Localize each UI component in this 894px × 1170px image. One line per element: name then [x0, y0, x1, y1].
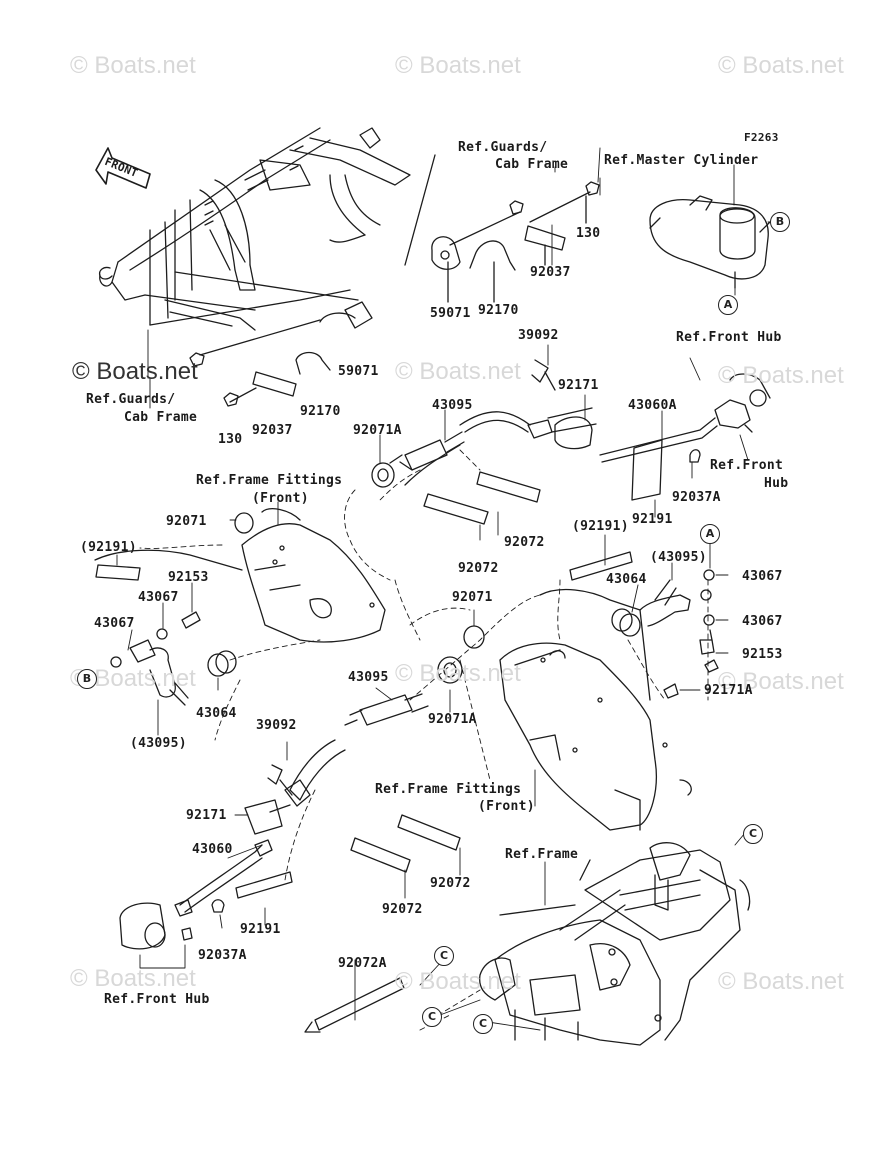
figure-id: F2263	[744, 131, 779, 144]
part-number: 43095	[348, 670, 389, 685]
part-number: 92153	[168, 570, 209, 585]
master-cylinder-drawing	[649, 195, 771, 289]
ref-frame-fittings-left: Ref.Frame Fittings	[196, 473, 343, 488]
part-number: 92071A	[353, 423, 402, 438]
part-number: 59071	[430, 306, 471, 321]
ref-guards-cab-frame-top: Ref.Guards/	[458, 140, 548, 155]
part-number: 43067	[742, 614, 783, 629]
watermark: © Boats.net	[72, 358, 198, 385]
part-number: 92191	[240, 922, 281, 937]
part-number: 39092	[518, 328, 559, 343]
part-number: 92037A	[672, 490, 721, 505]
dashed-guide-lines	[139, 449, 709, 1031]
part-number: 43067	[742, 569, 783, 584]
part-number: 43095	[432, 398, 473, 413]
watermark: © Boats.net	[395, 968, 521, 995]
marker-a: A	[718, 295, 738, 315]
top-clamp-group	[431, 181, 600, 303]
part-number: 43060A	[628, 398, 677, 413]
part-number: 92037	[530, 265, 571, 280]
part-number: 92037	[252, 423, 293, 438]
leader-lines	[116, 147, 776, 1031]
ref-frame-fittings-mid: Ref.Frame Fittings	[375, 782, 522, 797]
part-number: 43064	[196, 706, 237, 721]
part-number: 92170	[478, 303, 519, 318]
ref-frame: Ref.Frame	[505, 847, 579, 862]
marker-b: B	[77, 669, 97, 689]
ref-guards-cab-frame-left: Ref.Guards/	[86, 392, 176, 407]
watermark: © Boats.net	[718, 52, 844, 79]
watermark: © Boats.net	[718, 968, 844, 995]
front-arrow-icon	[95, 147, 151, 189]
watermark: © Boats.net	[395, 358, 521, 385]
left-frame-fitting-drawing	[94, 508, 386, 643]
marker-c: C	[473, 1014, 493, 1034]
ref-front-hub-right: Hub	[764, 476, 789, 491]
part-number: 130	[218, 432, 243, 447]
part-number: 92191	[632, 512, 673, 527]
marker-a: A	[700, 524, 720, 544]
lower-frame-drawing	[479, 842, 751, 1046]
watermark: © Boats.net	[395, 660, 521, 687]
marker-c: C	[434, 946, 454, 966]
ref-front-hub-right: Ref.Front	[710, 458, 784, 473]
watermark: © Boats.net	[718, 668, 844, 695]
grommets-drawing	[110, 301, 719, 796]
marker-b: B	[770, 212, 790, 232]
part-number: (92191)	[572, 519, 629, 534]
part-number: 92072	[430, 876, 471, 891]
part-number: 92170	[300, 404, 341, 419]
part-number: 92071	[166, 514, 207, 529]
ref-guards-cab-frame-top: Cab Frame	[495, 157, 569, 172]
part-number: (92191)	[80, 540, 137, 555]
part-number: 92171	[558, 378, 599, 393]
marker-c: C	[422, 1007, 442, 1027]
part-number: 43064	[606, 572, 647, 587]
ref-frame-fittings-mid: (Front)	[478, 799, 535, 814]
brake-lines-drawing	[95, 373, 771, 1033]
part-number: 92072	[382, 902, 423, 917]
part-number: 92071	[452, 590, 493, 605]
part-number: (43095)	[650, 550, 707, 565]
part-number: (43095)	[130, 736, 187, 751]
watermark: © Boats.net	[718, 362, 844, 389]
watermark: © Boats.net	[70, 965, 196, 992]
ref-frame-fittings-left: (Front)	[252, 491, 309, 506]
part-number: 92037A	[198, 948, 247, 963]
watermark: © Boats.net	[395, 52, 521, 79]
part-number: 92171	[186, 808, 227, 823]
part-number: 92171A	[704, 683, 753, 698]
part-number: 92071A	[428, 712, 477, 727]
part-number: 92072	[504, 535, 545, 550]
marker-c: C	[743, 824, 763, 844]
mid-frame-fitting-drawing	[499, 588, 692, 831]
part-number: 92072	[458, 561, 499, 576]
part-number: 130	[576, 226, 601, 241]
ref-front-hub-bottom: Ref.Front Hub	[104, 992, 210, 1007]
part-number: 43067	[94, 616, 135, 631]
part-number: 92153	[742, 647, 783, 662]
ref-guards-cab-frame-left: Cab Frame	[124, 410, 198, 425]
part-number: 59071	[338, 364, 379, 379]
part-number: 43067	[138, 590, 179, 605]
part-number: 39092	[256, 718, 297, 733]
part-number: 92072A	[338, 956, 387, 971]
ref-front-hub-top: Ref.Front Hub	[676, 330, 782, 345]
ref-master-cylinder: Ref.Master Cylinder	[604, 153, 759, 168]
part-number: 43060	[192, 842, 233, 857]
guard-frame-drawing	[98, 127, 436, 331]
watermark: © Boats.net	[70, 52, 196, 79]
